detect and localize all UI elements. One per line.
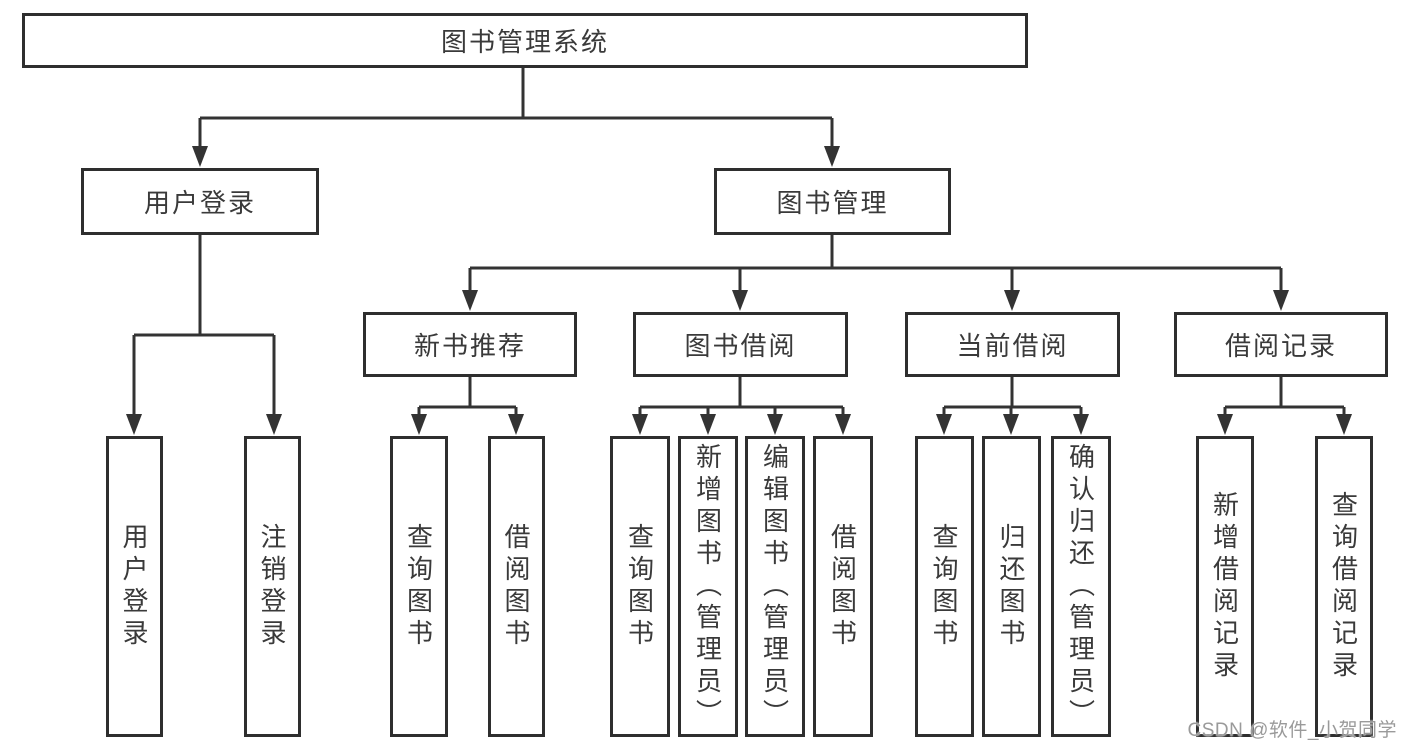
node-user-login: 用户登录: [81, 168, 319, 235]
leaf-borrow-query-books: 查询图书: [610, 436, 670, 737]
node-book-borrowing: 图书借阅: [633, 312, 848, 377]
leaf-records-query-borrow-record: 查询借阅记录: [1315, 436, 1373, 737]
leaf-newrec-borrow-books: 借阅图书: [488, 436, 545, 737]
leaf-logout: 注销登录: [244, 436, 301, 737]
leaf-borrow-edit-books-admin: 编辑图书（管理员）: [745, 436, 805, 737]
node-book-management: 图书管理: [714, 168, 951, 235]
leaf-user-login: 用户登录: [106, 436, 163, 737]
leaf-current-confirm-return-admin: 确认归还（管理员）: [1051, 436, 1111, 737]
node-current-borrowing: 当前借阅: [905, 312, 1120, 377]
node-library-management-system: 图书管理系统: [22, 13, 1028, 68]
node-new-book-recommendation: 新书推荐: [363, 312, 577, 377]
leaf-current-query-books: 查询图书: [915, 436, 974, 737]
leaf-current-return-books: 归还图书: [982, 436, 1041, 737]
leaf-borrow-borrow-books: 借阅图书: [813, 436, 873, 737]
leaf-newrec-query-books: 查询图书: [390, 436, 448, 737]
leaf-records-add-borrow-record: 新增借阅记录: [1196, 436, 1254, 737]
leaf-borrow-add-books-admin: 新增图书（管理员）: [678, 436, 738, 737]
watermark-text: CSDN @软件_小贺同学: [1187, 720, 1397, 741]
node-borrowing-records: 借阅记录: [1174, 312, 1388, 377]
